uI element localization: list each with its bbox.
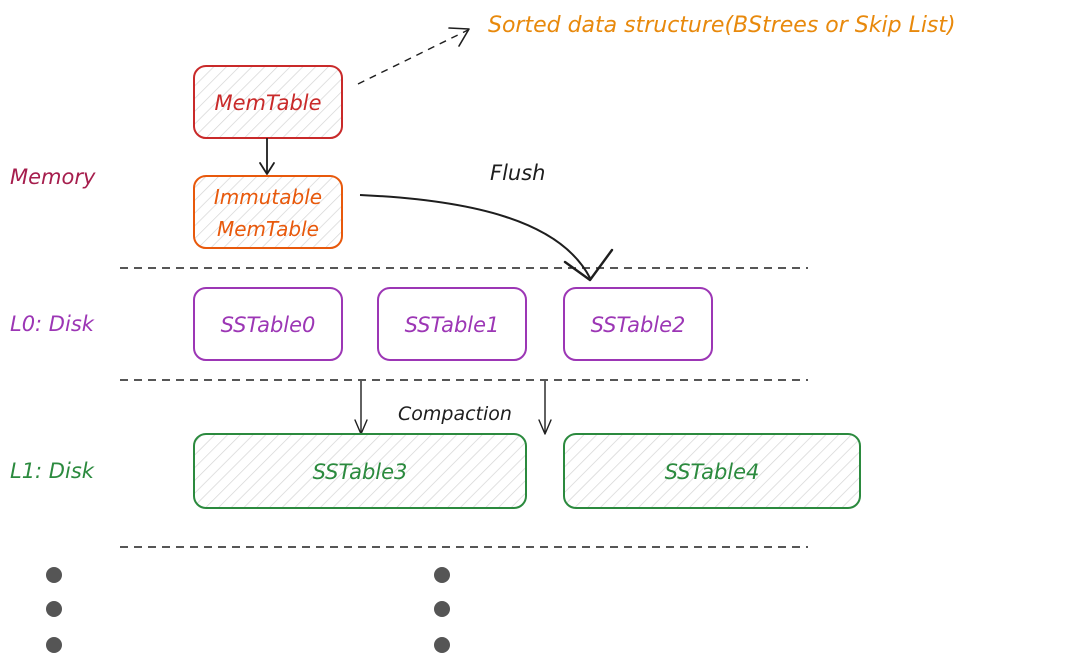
sstable0-label: SSTable0	[221, 313, 316, 337]
compaction-label: Compaction	[398, 403, 512, 425]
sstable1-node: SSTable1	[377, 287, 527, 361]
l1-disk-label: L1: Disk	[10, 459, 95, 483]
l0-disk-label: L0: Disk	[10, 312, 95, 336]
compaction-arrow-right	[538, 381, 552, 435]
annotation-arrow	[357, 27, 470, 85]
sstable3-label: SSTable3	[313, 460, 408, 484]
sstable3-node: SSTable3	[193, 433, 527, 509]
more-levels-dots-center	[434, 567, 450, 653]
sstable4-node: SSTable4	[563, 433, 861, 509]
sstable1-label: SSTable1	[405, 313, 500, 337]
sstable0-node: SSTable0	[193, 287, 343, 361]
immutable-label-line2: MemTable	[217, 217, 319, 241]
memory-label: Memory	[10, 165, 96, 189]
memtable-node: MemTable	[193, 65, 343, 139]
flush-arrow	[359, 194, 614, 282]
immutable-label-line1: Immutable	[214, 185, 322, 209]
memtable-to-immutable-arrow	[259, 138, 275, 175]
immutable-memtable-node: Immutable MemTable	[193, 175, 343, 249]
sstable2-node: SSTable2	[563, 287, 713, 361]
more-levels-dots-left	[46, 567, 62, 653]
annotation-text: Sorted data structure(BStrees or Skip Li…	[488, 13, 956, 38]
sstable4-label: SSTable4	[665, 460, 760, 484]
sstable2-label: SSTable2	[591, 313, 686, 337]
memtable-label: MemTable	[214, 91, 321, 115]
flush-label: Flush	[490, 161, 545, 185]
compaction-arrow-left	[354, 381, 368, 435]
